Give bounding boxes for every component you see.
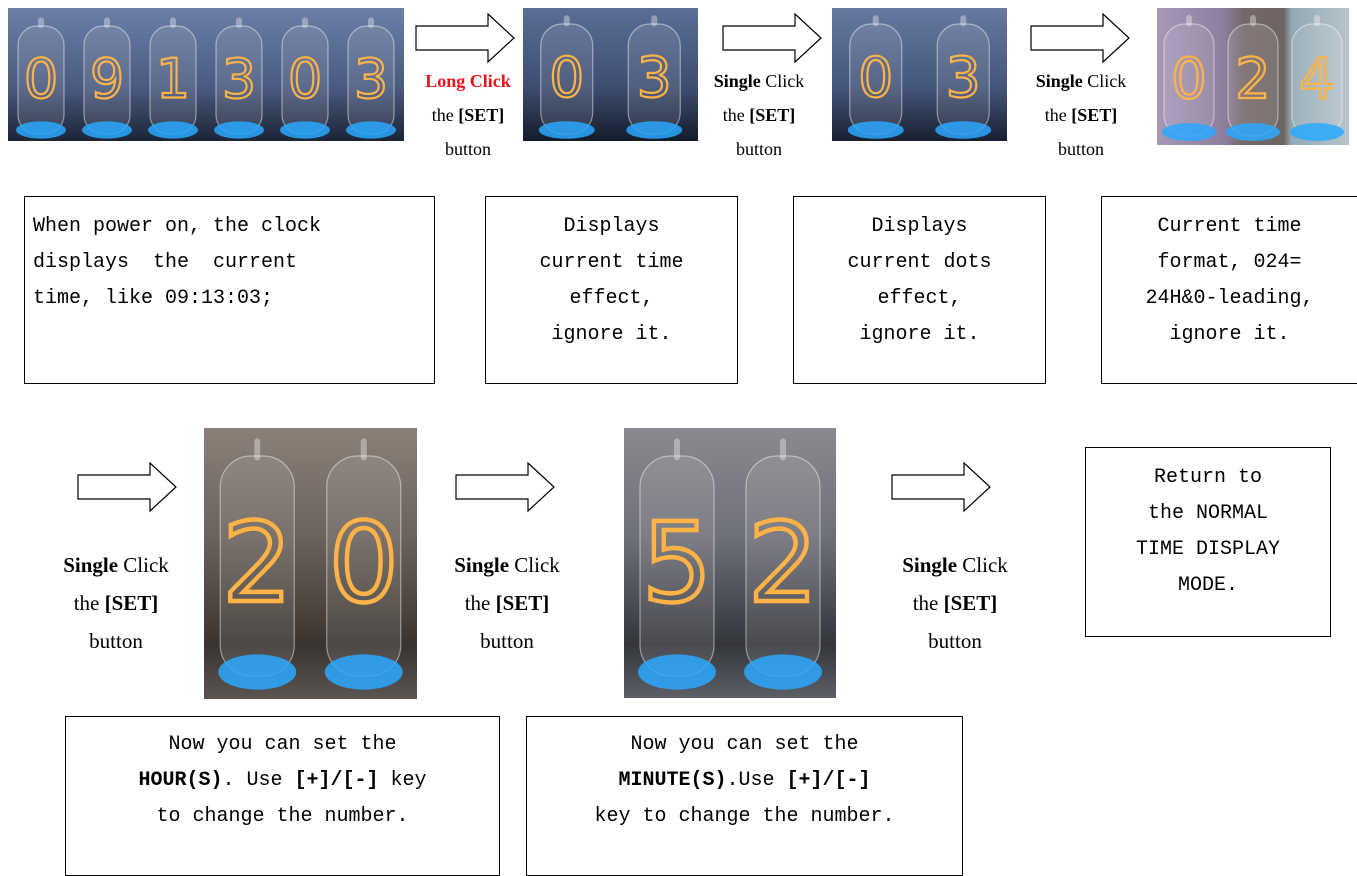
clock-tube-1-digit: 0 [24, 47, 58, 110]
arrow-right-icon [454, 461, 556, 513]
box-set-minutes: Now you can set the MINUTE(S).Use [+]/[-… [526, 716, 963, 876]
format-tube-2-digit: 2 [1235, 47, 1271, 112]
step-label-5: Single Click the [SET] button [454, 553, 560, 653]
box-power-on: When power on, the clock displays the cu… [24, 196, 435, 384]
minutes-tube-2: 2 [744, 438, 822, 690]
hours-tube-1: 2 [218, 438, 297, 690]
time-effect-tube-2-digit: 3 [637, 46, 672, 110]
format-tube-1: 0 [1162, 15, 1216, 141]
minutes-tube-1: 5 [638, 438, 716, 690]
time-effect-tube-1-digit: 0 [549, 46, 584, 110]
dots-effect-tube-2-digit: 3 [946, 46, 981, 110]
minutes-tube-2-digit: 2 [748, 499, 818, 627]
arrow-right-icon [1029, 12, 1131, 64]
minutes-tube-1-digit: 5 [642, 499, 712, 627]
clock-tube-2: 9 [82, 17, 132, 139]
step-label-4: Single Click the [SET] button [63, 553, 169, 653]
format-tube-2: 2 [1226, 15, 1280, 141]
arrow-right-icon [76, 461, 178, 513]
clock-tube-4-digit: 3 [222, 47, 256, 110]
box-return-normal: Return to the NORMAL TIME DISPLAY MODE. [1085, 447, 1331, 637]
hours-tube-1-digit: 2 [222, 499, 292, 627]
format-tube-1-digit: 0 [1171, 47, 1207, 112]
step-label-2: Single Click the [SET] button [713, 71, 805, 159]
dots-effect-tube-2: 3 [935, 15, 992, 139]
box-time-format: Current time format, 024= 24H&0-leading,… [1101, 196, 1357, 384]
step-label-1: Long Click the [SET] button [425, 71, 511, 159]
clock-tube-1: 0 [16, 17, 66, 139]
clock-tube-6-digit: 3 [354, 47, 388, 110]
clock-tube-3-digit: 1 [156, 47, 190, 110]
format-tube-3: 4 [1290, 15, 1344, 141]
box-set-hours: Now you can set the HOUR(S). Use [+]/[-]… [65, 716, 500, 876]
clock-tube-5: 0 [280, 17, 330, 139]
clock-tube-2-digit: 9 [90, 47, 124, 110]
time-effect-tube-1: 0 [538, 15, 595, 139]
box-dots-effect: Displays current dots effect, ignore it. [793, 196, 1046, 384]
clock-tube-6: 3 [346, 17, 396, 139]
dots-effect-tube-1-digit: 0 [858, 46, 893, 110]
step-label-3: Single Click the [SET] button [1035, 71, 1127, 159]
format-tube-3-digit: 4 [1299, 47, 1335, 112]
clock-tube-4: 3 [214, 17, 264, 139]
dots-effect-tube-1: 0 [847, 15, 904, 139]
arrow-right-icon [414, 12, 516, 64]
clock-tube-5-digit: 0 [288, 47, 322, 110]
hours-tube-2: 0 [324, 438, 403, 690]
clock-tube-3: 1 [148, 17, 198, 139]
step-label-6: Single Click the [SET] button [902, 553, 1008, 653]
arrow-right-icon [721, 12, 823, 64]
time-effect-tube-2: 3 [626, 15, 683, 139]
box-time-effect: Displays current time effect, ignore it. [485, 196, 738, 384]
hours-tube-2-digit: 0 [329, 499, 399, 627]
arrow-right-icon [890, 461, 992, 513]
